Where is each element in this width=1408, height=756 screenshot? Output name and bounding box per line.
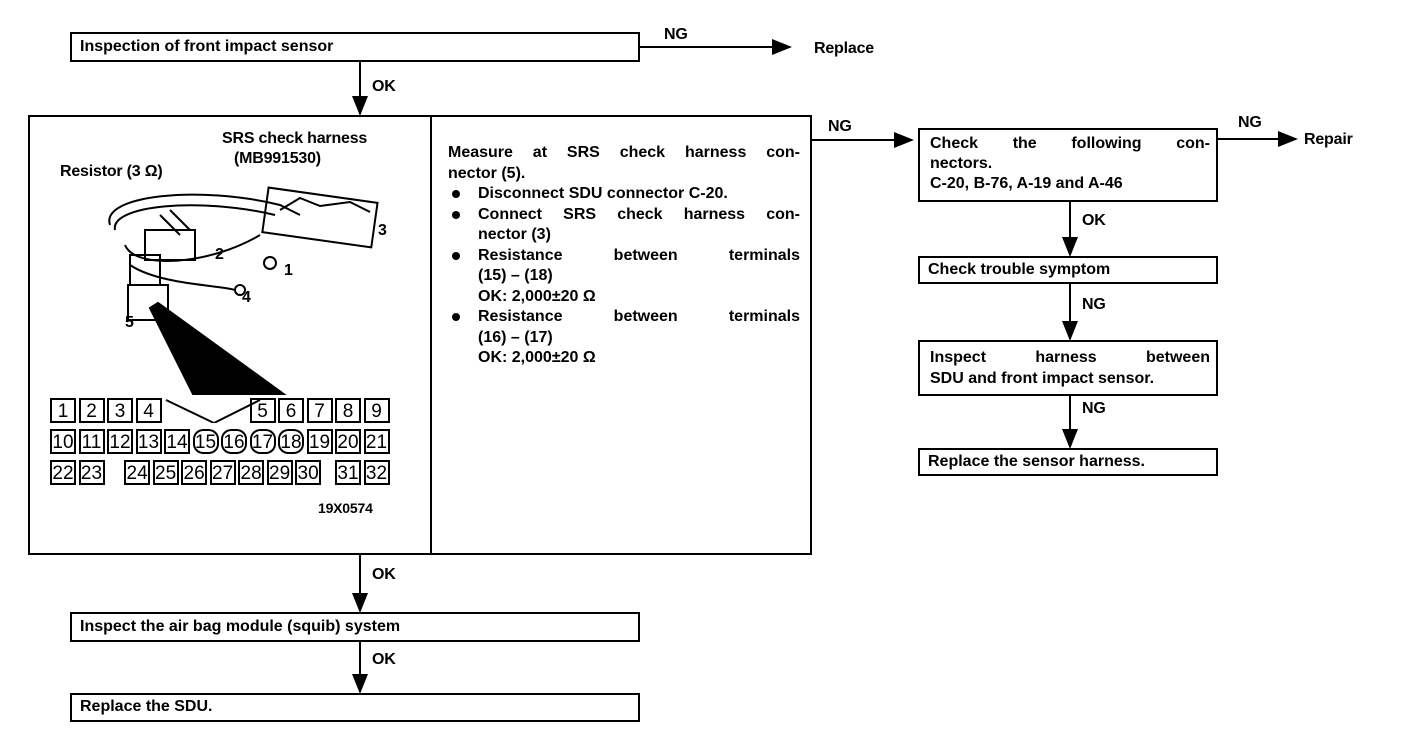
connector-pin: 3	[107, 398, 133, 423]
ok-label: OK	[1082, 212, 1106, 229]
connector-pin: 32	[363, 460, 390, 485]
inspect-line-2: SDU and front impact sensor.	[930, 370, 1155, 387]
bullet-text: Resistance between terminals	[478, 246, 800, 264]
intro-line-1: Measure at SRS check harness con-	[448, 144, 800, 161]
ng-label: NG	[664, 26, 688, 43]
measure-instructions: Measure at SRS check harness con- nector…	[448, 143, 800, 369]
bullet-ok-value: OK: 2,000±20 Ω	[478, 349, 596, 366]
bullet-1: Disconnect SDU connector C-20.	[448, 184, 800, 205]
connector-pin: 21	[363, 429, 390, 454]
connector-pin: 14	[164, 429, 190, 454]
connector-pin: 13	[135, 429, 162, 454]
connector-pin: 19	[306, 429, 333, 454]
harness-label: SRS check harness	[222, 130, 368, 147]
ok-label: OK	[372, 78, 396, 95]
ng-label: NG	[1082, 400, 1106, 417]
measure-box	[28, 115, 812, 555]
part-4: 4	[242, 289, 251, 306]
connector-pin: 23	[78, 460, 105, 485]
part-1: 1	[284, 262, 293, 279]
connector-pin: 22	[50, 460, 76, 485]
intro-line-2: nector (5).	[448, 164, 526, 182]
blank-pin-x	[165, 399, 261, 423]
trouble-symptom-box: Check trouble symptom	[918, 256, 1218, 284]
bullet-ok-value: OK: 2,000±20 Ω	[478, 287, 596, 305]
inspect-harness-box: Inspect harness between SDU and front im…	[918, 340, 1218, 396]
connector-pin: 1	[50, 398, 76, 423]
connector-pin: 24	[124, 460, 151, 485]
figure-code: 19X0574	[318, 500, 373, 516]
repair-label: Repair	[1304, 131, 1353, 148]
bullet-text: (16) – (17)	[478, 328, 553, 346]
part-5: 5	[125, 314, 134, 331]
bullet-4: Resistance between terminals (16) – (17) O…	[448, 307, 800, 369]
connector-pin: 25	[152, 460, 179, 485]
connector-pin: 28	[238, 460, 265, 485]
replace-label: Replace	[814, 40, 874, 57]
connector-pin: 26	[181, 460, 208, 485]
connector-pin: 16	[221, 429, 247, 454]
connector-pin: 30	[295, 460, 322, 485]
connector-pin: 6	[278, 398, 304, 423]
connector-pin: 17	[249, 429, 276, 454]
resistor-label: Resistor (3 Ω)	[60, 163, 163, 180]
inspect-airbag-box: Inspect the air bag module (squib) syste…	[70, 612, 640, 642]
inspect-line-1: Inspect harness between	[930, 349, 1210, 366]
harness-illustration: 3 2 1 4 5	[108, 186, 387, 395]
ok-label: OK	[372, 566, 396, 583]
check-connectors-box: Check the following con- nectors. C-20, …	[918, 128, 1218, 202]
connector-pin: 7	[306, 398, 333, 423]
connector-pin: 27	[209, 460, 236, 485]
connector-pin: 4	[135, 398, 162, 423]
connector-pin: 8	[335, 398, 361, 423]
connector-pin: 12	[107, 429, 133, 454]
check-line-1: Check the following con-	[930, 135, 1210, 152]
ng-label: NG	[828, 118, 852, 135]
divider	[430, 117, 432, 553]
bullet-2: Connect SRS check harness con-nector (3)	[448, 205, 800, 246]
bullet-text: (15) – (18)	[478, 267, 553, 284]
bullet-text: Resistance between terminals	[478, 308, 800, 325]
ng-label: NG	[1082, 296, 1106, 313]
connector-pin: 11	[78, 429, 105, 454]
bullet-text: Disconnect SDU connector C-20.	[478, 185, 728, 202]
connector-pin: 15	[192, 429, 219, 454]
connector-pin: 9	[363, 398, 390, 423]
harness-part-number: (MB991530)	[234, 150, 321, 167]
replace-harness-box: Replace the sensor harness.	[918, 448, 1218, 476]
ok-label: OK	[372, 651, 396, 668]
part-3: 3	[378, 222, 387, 239]
inspect-front-sensor-box: Inspection of front impact sensor	[70, 32, 640, 62]
connector-pin: 29	[266, 460, 293, 485]
replace-sdu-box: Replace the SDU.	[70, 693, 640, 722]
ng-label: NG	[1238, 114, 1262, 131]
connector-pin: 18	[278, 429, 304, 454]
connector-pin: 5	[249, 398, 276, 423]
bullet-3: Resistance between terminals (15) – (18) O…	[448, 246, 800, 308]
connector-pin: 10	[50, 429, 76, 454]
check-line-2: nectors.	[930, 155, 993, 172]
connector-list: C-20, B-76, A-19 and A-46	[930, 175, 1123, 192]
connector-pin: 31	[335, 460, 361, 485]
connector-pin: 20	[335, 429, 361, 454]
bullet-text: Connect SRS check harness con-	[478, 205, 800, 223]
part-2: 2	[215, 246, 224, 263]
bullet-text: nector (3)	[478, 226, 551, 243]
connector-pin: 2	[78, 398, 105, 423]
